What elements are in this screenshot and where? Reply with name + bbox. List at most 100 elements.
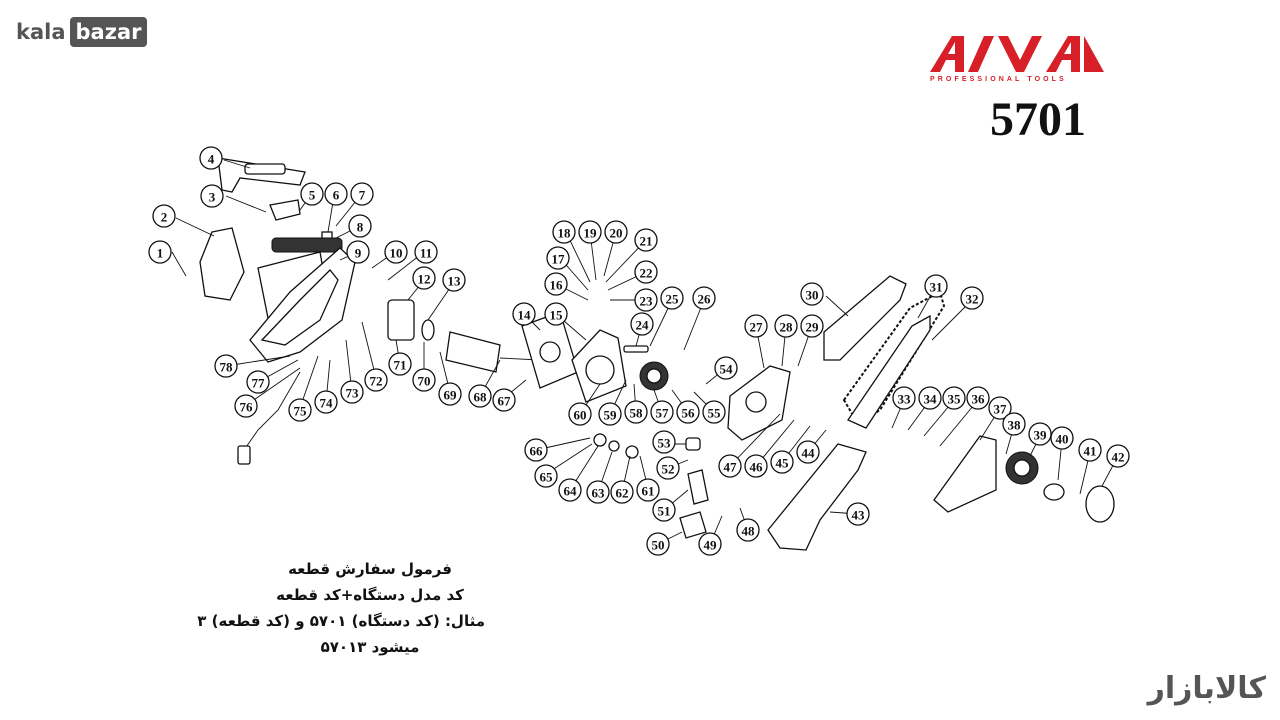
part-number-label: 18 [558,226,572,241]
part-number-label: 54 [720,362,734,377]
part-number-label: 46 [750,460,764,475]
part-callout-39: 39 [1028,422,1052,446]
part-callout-55: 55 [702,400,726,424]
part-callout-19: 19 [578,220,602,244]
part-callout-3: 3 [200,184,224,208]
part-number-label: 75 [294,404,308,419]
part-callout-6: 6 [324,182,348,206]
part-callout-66: 66 [524,438,548,462]
part-callout-36: 36 [966,386,990,410]
part-number-label: 38 [1008,418,1022,433]
part-callout-32: 32 [960,286,984,310]
part-number-label: 20 [610,226,623,241]
part-callout-38: 38 [1002,412,1026,436]
part-callout-41: 41 [1078,438,1102,462]
part-callout-48: 48 [736,518,760,542]
part-number-label: 32 [966,292,979,307]
part-callout-61: 61 [636,478,660,502]
kalabazar-logo: kala bazar [16,16,148,48]
part-callout-12: 12 [412,266,436,290]
part-callout-63: 63 [586,480,610,504]
part-callout-20: 20 [604,220,628,244]
part-number-label: 5 [309,188,316,203]
part-number-label: 60 [574,408,587,423]
part-number-label: 21 [640,234,653,249]
note-line-1: فرمول سفارش قطعه [288,560,452,578]
part-number-label: 37 [994,402,1008,417]
part-number-label: 57 [656,406,670,421]
order-formula-note: فرمول سفارش قطعه کد مدل دستگاه+کد قطعه م… [197,556,485,660]
brand-tagline: PROFESSIONAL TOOLS [930,76,1067,83]
part-callout-28: 28 [774,314,798,338]
part-number-label: 15 [550,308,564,323]
part-number-label: 19 [584,226,598,241]
part-number-label: 56 [682,406,696,421]
part-callout-18: 18 [552,220,576,244]
parts-drawing [199,157,1115,551]
part-callout-64: 64 [558,478,582,502]
part-callout-34: 34 [918,386,942,410]
part-number-label: 71 [394,358,407,373]
part-number-label: 59 [604,408,618,423]
part-number-label: 9 [355,246,362,261]
part-number-label: 48 [742,524,756,539]
part-number-label: 68 [474,390,488,405]
part-callout-43: 43 [846,502,870,526]
part-callout-75: 75 [288,398,312,422]
part-number-label: 70 [418,374,431,389]
part-number-label: 34 [924,392,938,407]
part-callout-47: 47 [718,454,742,478]
part-number-label: 51 [658,504,671,519]
part-callout-42: 42 [1106,444,1130,468]
part-callout-26: 26 [692,286,716,310]
part-callout-54: 54 [714,356,738,380]
part-callout-65: 65 [534,464,558,488]
part-number-label: 69 [444,388,458,403]
part-callout-58: 58 [624,400,648,424]
part-callout-23: 23 [634,288,658,312]
part-callout-60: 60 [568,402,592,426]
part-number-label: 50 [652,538,665,553]
part-number-label: 11 [420,246,432,261]
part-callout-40: 40 [1050,426,1074,450]
part-callout-31: 31 [924,274,948,298]
part-number-label: 27 [750,320,764,335]
logo-text-bazar: bazar [69,17,148,47]
part-number-label: 12 [418,272,431,287]
part-number-label: 58 [630,406,644,421]
part-callout-5: 5 [300,182,324,206]
part-number-label: 30 [806,288,819,303]
part-callout-69: 69 [438,382,462,406]
part-callout-67: 67 [492,388,516,412]
part-number-label: 8 [357,220,364,235]
model-number: 5701 [990,93,1086,146]
part-callout-72: 72 [364,368,388,392]
kalabazar-watermark: کالابازار [1147,671,1267,706]
part-callout-45: 45 [770,450,794,474]
part-number-label: 23 [640,294,654,309]
part-callout-8: 8 [348,214,372,238]
part-callout-1: 1 [148,240,172,264]
part-callout-13: 13 [442,268,466,292]
part-callout-53: 53 [652,430,676,454]
part-number-label: 64 [564,484,578,499]
part-number-label: 31 [930,280,943,295]
part-number-label: 53 [658,436,672,451]
part-number-label: 45 [776,456,790,471]
part-number-label: 2 [161,210,168,225]
part-number-label: 72 [370,374,383,389]
part-number-label: 4 [208,152,215,167]
part-number-label: 14 [518,308,532,323]
part-number-label: 33 [898,392,912,407]
part-callout-15: 15 [544,302,568,326]
part-number-label: 29 [806,320,820,335]
part-callout-33: 33 [892,386,916,410]
part-callout-44: 44 [796,440,820,464]
part-callout-11: 11 [414,240,438,264]
part-callout-52: 52 [656,456,680,480]
part-number-label: 73 [346,386,360,401]
part-callout-2: 2 [152,204,176,228]
part-callout-68: 68 [468,384,492,408]
part-number-label: 42 [1112,450,1125,465]
part-callout-17: 17 [546,246,570,270]
